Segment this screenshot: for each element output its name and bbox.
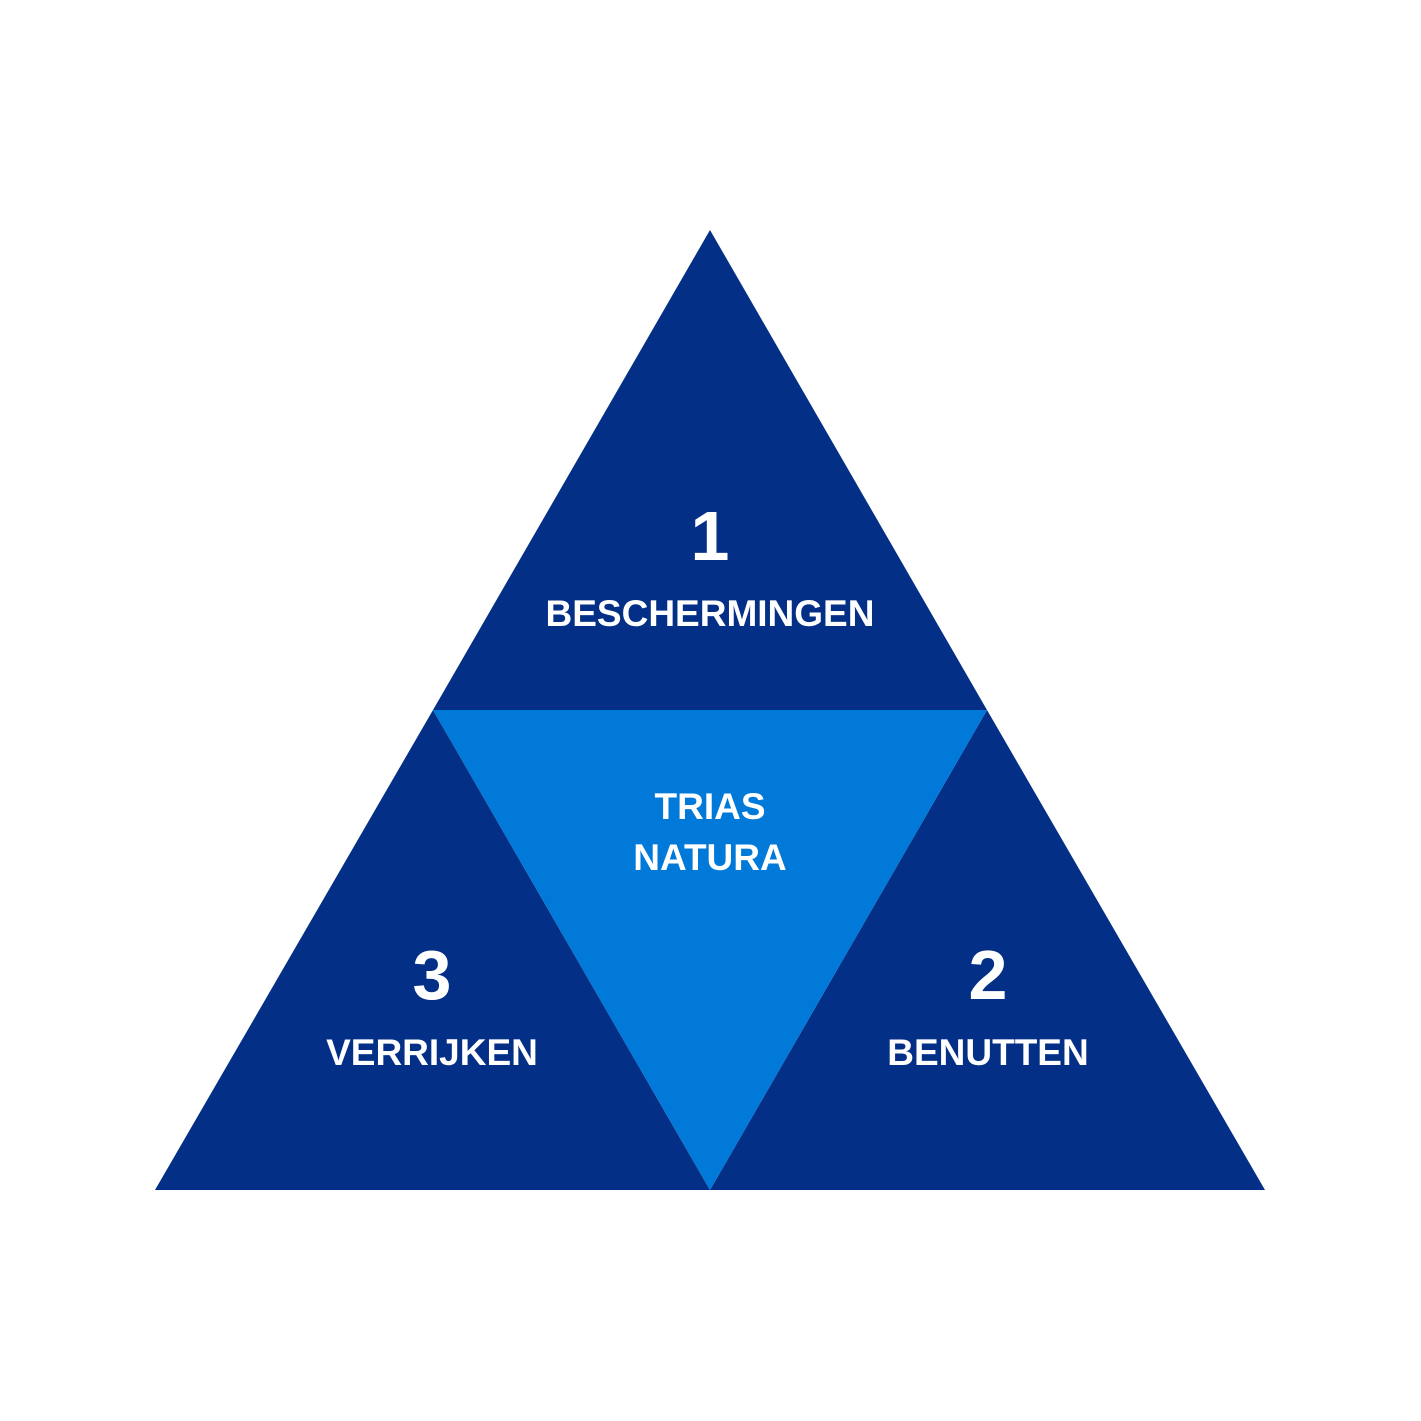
triangle-top-segment xyxy=(433,230,987,710)
triangle-left-segment xyxy=(155,710,710,1190)
center-title-line-1: TRIAS xyxy=(655,786,766,827)
triangle-center-segment xyxy=(433,710,987,1190)
triangle-right-segment xyxy=(710,710,1265,1190)
center-title-line-2: NATURA xyxy=(633,837,786,878)
segment-2-number: 2 xyxy=(969,936,1008,1014)
segment-1-label: BESCHERMINGEN xyxy=(546,593,875,634)
segment-3-label: VERRIJKEN xyxy=(326,1032,538,1073)
segment-1-number: 1 xyxy=(691,497,730,575)
segment-3-number: 3 xyxy=(413,936,452,1014)
segment-2-label: BENUTTEN xyxy=(887,1032,1088,1073)
